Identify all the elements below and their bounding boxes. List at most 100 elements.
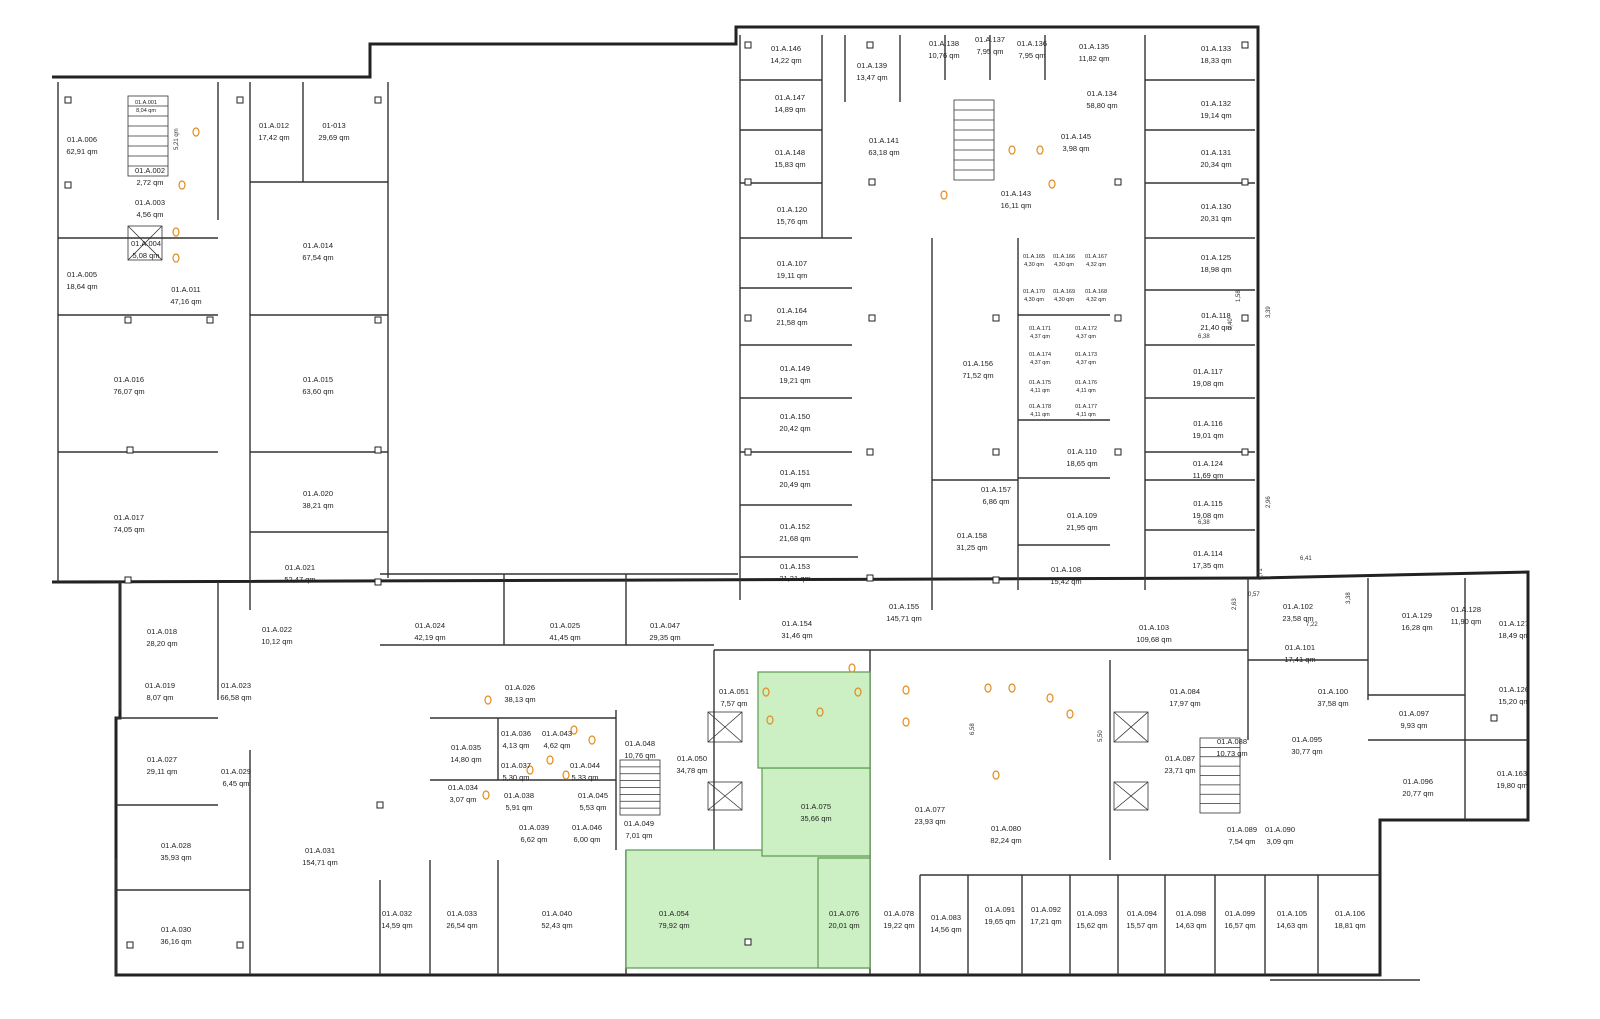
sanitary-fixture xyxy=(546,755,554,765)
room-id: 01.A.087 xyxy=(1165,754,1195,763)
sanitary-fixture xyxy=(848,663,856,673)
room-area: 4,32 qm xyxy=(1086,297,1106,303)
room-id: 01.A.036 xyxy=(501,729,531,738)
elevator xyxy=(1113,781,1149,811)
room-id: 01.A.177 xyxy=(1075,404,1097,410)
room-area: 7,54 qm xyxy=(1228,837,1255,846)
elevator xyxy=(127,225,163,261)
room-id: 01.A.124 xyxy=(1193,459,1223,468)
room-id: 01.A.026 xyxy=(505,683,535,692)
room-area: 82,24 qm xyxy=(990,836,1021,845)
room-area: 16,11 qm xyxy=(1001,201,1032,210)
room-id: 01.A.168 xyxy=(1085,289,1107,295)
room-id: 01.A.173 xyxy=(1075,352,1097,358)
room-area: 18,64 qm xyxy=(66,282,97,291)
room-id: 01.A.133 xyxy=(1201,44,1231,53)
room-id: 01.A.102 xyxy=(1283,602,1313,611)
room-id: 01.A.158 xyxy=(957,531,987,540)
column xyxy=(744,178,752,186)
sanitary-fixture xyxy=(482,790,490,800)
room-area: 4,11 qm xyxy=(1076,412,1096,418)
room-area: 4,32 qm xyxy=(1086,262,1106,268)
room-area: 5,30 qm xyxy=(502,773,529,782)
room-id: 01.A.115 xyxy=(1193,499,1222,508)
room-id: 01.A.152 xyxy=(780,522,810,531)
room-area: 18,98 qm xyxy=(1200,265,1231,274)
room-id: 01.A.137 xyxy=(975,35,1005,44)
room-id: 01.A.045 xyxy=(578,791,608,800)
dimension-label: 2,63 xyxy=(1232,598,1238,610)
room-area: 21,21 qm xyxy=(779,574,810,583)
room-id: 01.A.148 xyxy=(775,148,805,157)
room-id: 01.A.033 xyxy=(447,909,477,918)
room-id: 01-013 xyxy=(322,121,345,130)
column xyxy=(124,316,132,324)
sanitary-fixture xyxy=(992,770,1000,780)
room-id: 01.A.125 xyxy=(1201,253,1231,262)
dimension-label: 0,40 xyxy=(1228,318,1234,330)
dimension-label: 0,71 xyxy=(1258,568,1264,580)
room-id: 01.A.170 xyxy=(1023,289,1045,295)
room-area: 4,62 qm xyxy=(543,741,570,750)
room-id: 01.A.047 xyxy=(650,621,680,630)
room-area: 34,78 qm xyxy=(676,766,707,775)
room-area: 47,16 qm xyxy=(170,297,201,306)
room-area: 5,33 qm xyxy=(571,773,598,782)
room-id: 01.A.141 xyxy=(869,136,899,145)
room-id: 01.A.030 xyxy=(161,925,191,934)
room-id: 01.A.157 xyxy=(981,485,1011,494)
dimension-label: 6,38 xyxy=(1198,520,1210,526)
room-id: 01.A.138 xyxy=(929,39,959,48)
room-area: 21,58 qm xyxy=(776,318,807,327)
column xyxy=(64,181,72,189)
room-area: 31,46 qm xyxy=(781,631,812,640)
room-id: 01.A.095 xyxy=(1292,735,1322,744)
room-id: 01.A.101 xyxy=(1285,643,1315,652)
column xyxy=(1241,41,1249,49)
room-id: 01.A.126 xyxy=(1499,685,1529,694)
column xyxy=(868,178,876,186)
room-area: 7,95 qm xyxy=(976,47,1003,56)
room-id: 01.A.117 xyxy=(1193,367,1222,376)
room-id: 01.A.051 xyxy=(719,687,749,696)
room-area: 15,62 qm xyxy=(1076,921,1107,930)
room-area: 4,37 qm xyxy=(1030,334,1050,340)
room-area: 4,13 qm xyxy=(502,741,529,750)
room-id: 01.A.077 xyxy=(915,805,945,814)
column xyxy=(206,316,214,324)
room-id: 01.A.135 xyxy=(1079,42,1109,51)
room-area: 21,40 qm xyxy=(1200,323,1231,332)
room-id: 01.A.024 xyxy=(415,621,445,630)
column xyxy=(1114,178,1122,186)
